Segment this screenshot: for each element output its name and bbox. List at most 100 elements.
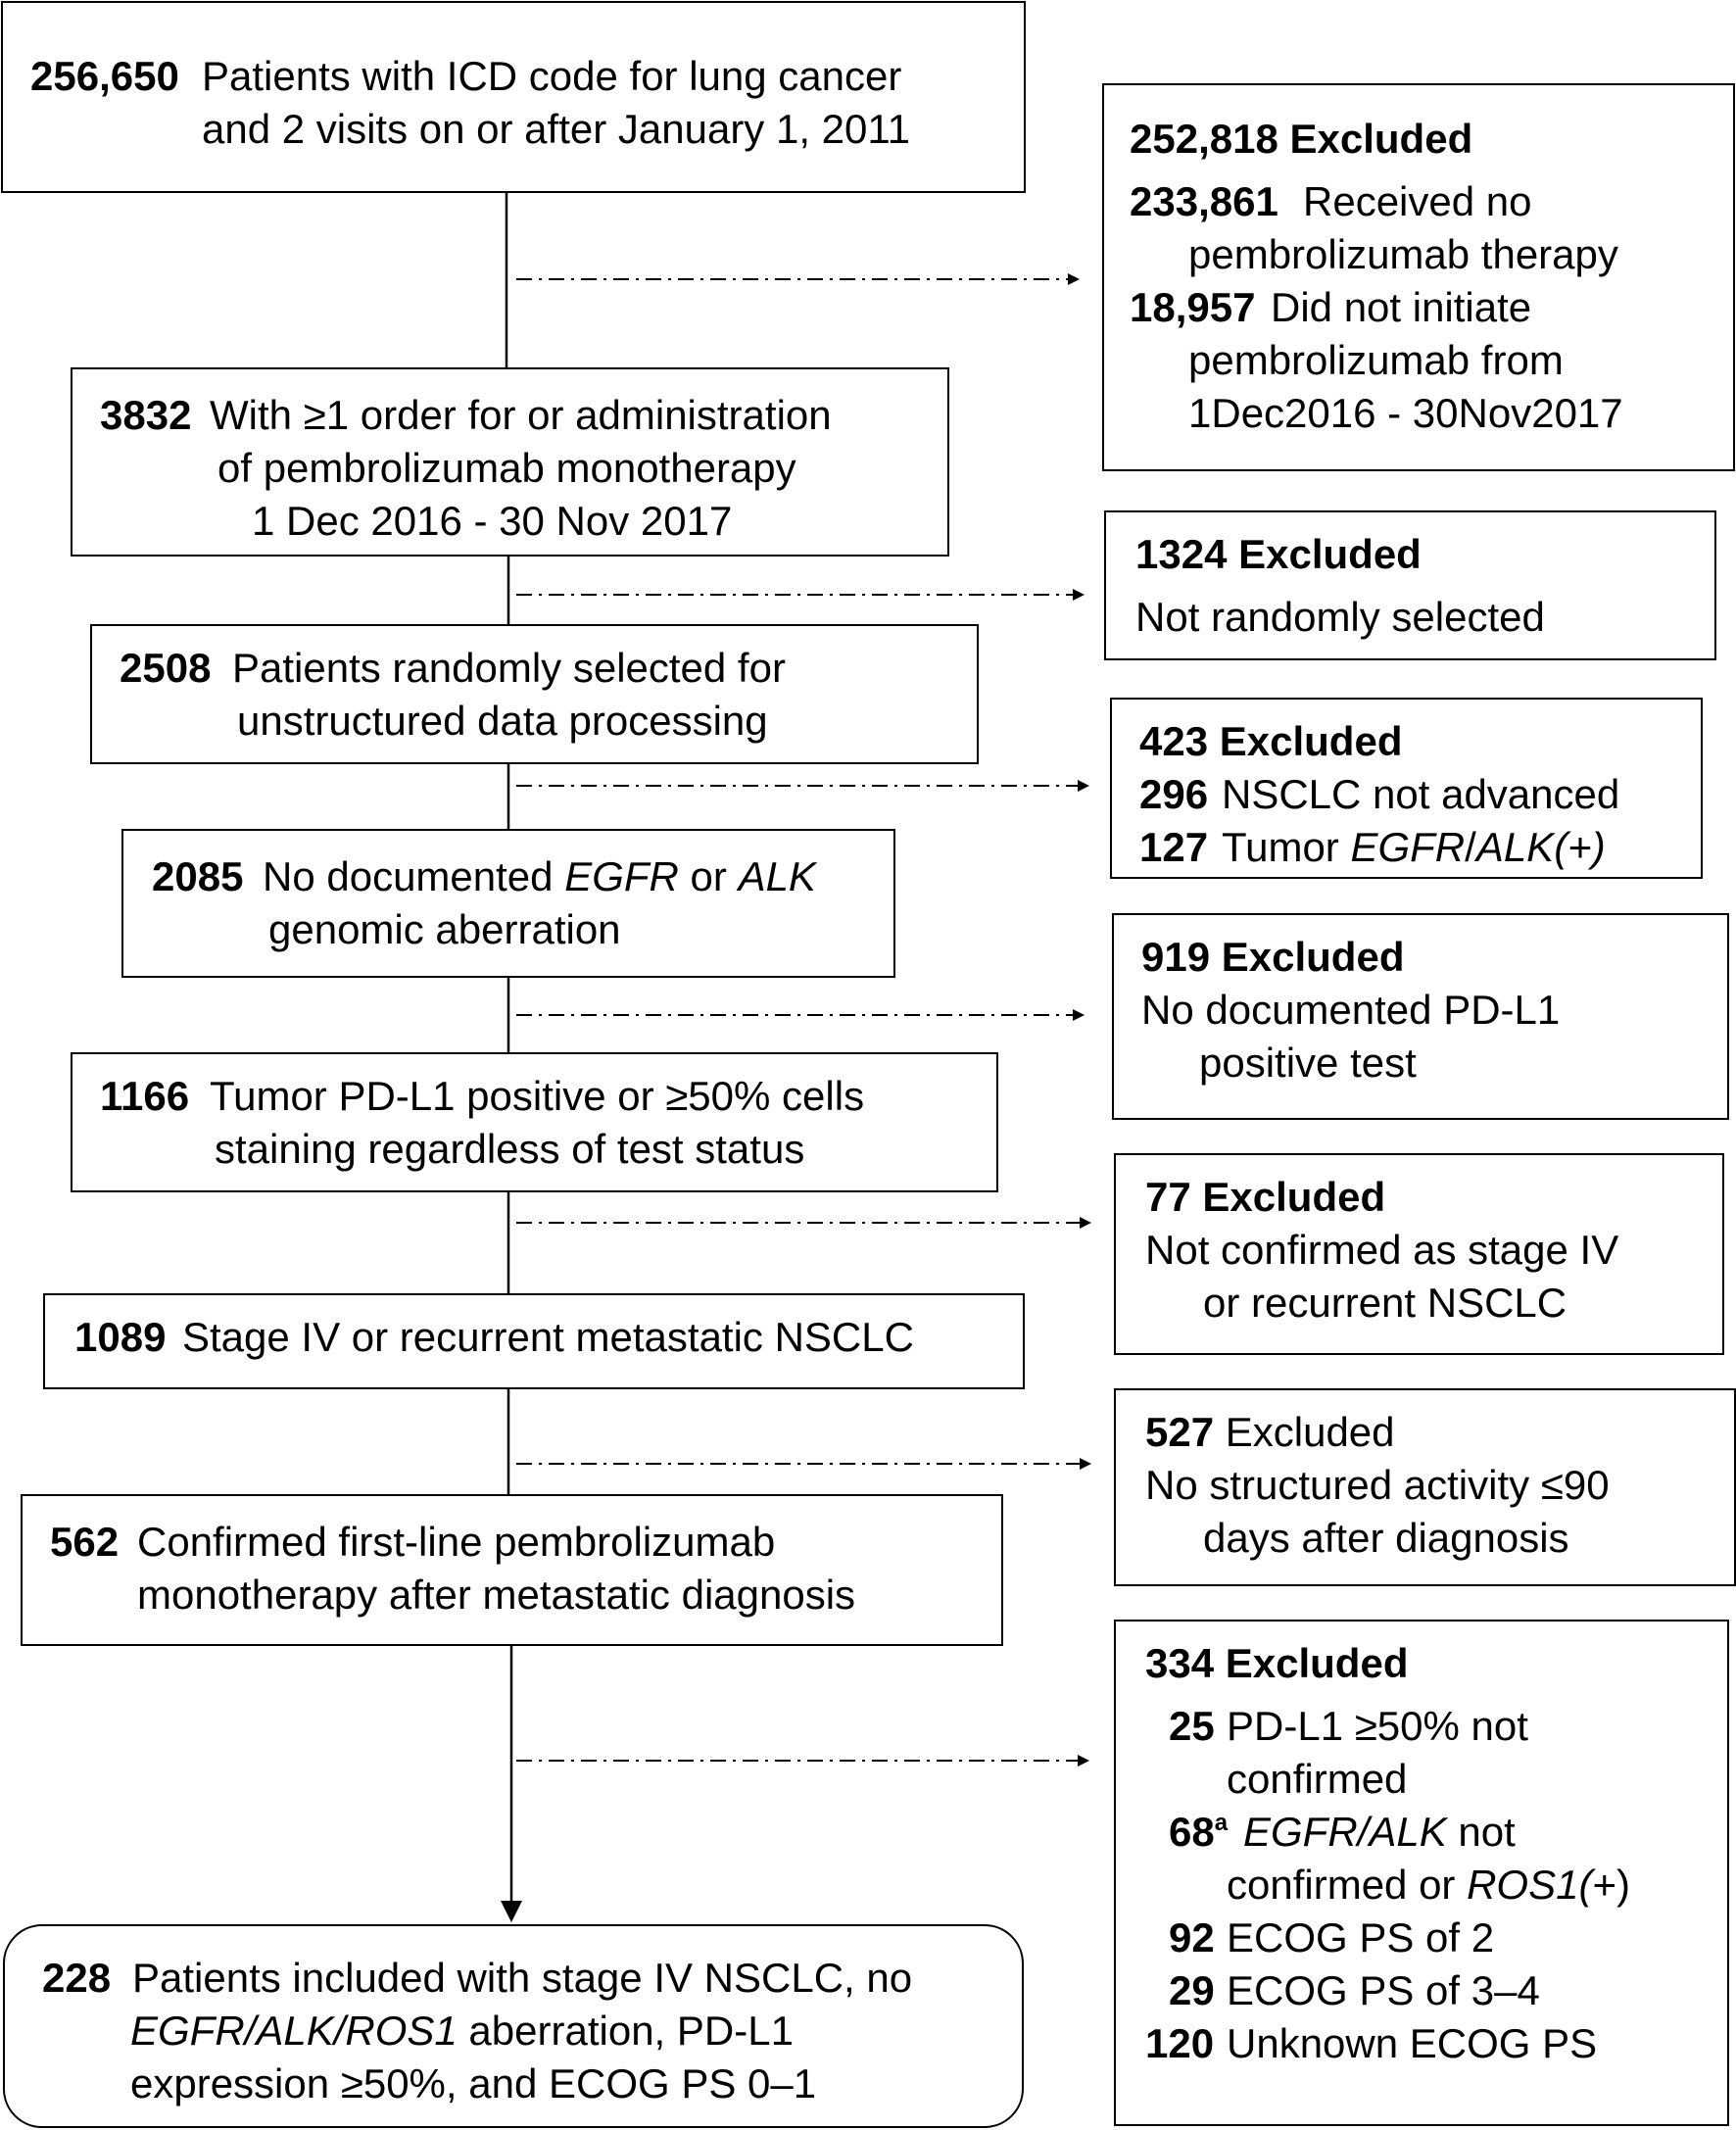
stage-4-line-2: genomic aberration (268, 906, 621, 952)
main-arrowhead (501, 1901, 522, 1922)
exclusion-box-1: 252,818 Excluded 233,861 Received no pem… (1102, 83, 1735, 471)
exclusion-6-line-1: No structured activity ≤90 (1145, 1462, 1610, 1508)
stage-4-text-or: or (678, 853, 739, 899)
stage-8-line-2: EGFR/ALK/ROS1 aberration, PD-L1 (130, 2005, 794, 2057)
exclusion-7-header: 334 Excluded (1145, 1637, 1408, 1690)
exclusion-3-count: 423 (1139, 718, 1209, 764)
exclusion-7-label: Excluded (1225, 1640, 1409, 1686)
exclusion-1-item-1-line-1: Received no (1303, 178, 1532, 224)
exclusion-box-4: 919 Excluded No documented PD-L1 positiv… (1112, 913, 1729, 1120)
stage-2-line-1: With ≥1 order for or administration (210, 392, 832, 438)
stage-6-line-1: Stage IV or recurrent metastatic NSCLC (182, 1314, 914, 1360)
stage-5-count: 1166 (100, 1073, 190, 1119)
stage-7-line-2: monotherapy after metastatic diagnosis (137, 1572, 856, 1618)
exclusion-3-item-2-gene-egfr: EGFR (1350, 824, 1466, 870)
exclusion-7-item-2-not: not (1446, 1809, 1516, 1855)
exclusion-3-item-1-text: NSCLC not advanced (1222, 771, 1620, 817)
stage-8-genes: EGFR/ALK/ROS1 (130, 2008, 458, 2054)
stage-1-count: 256,650 (30, 53, 179, 99)
exclusion-2-label: Excluded (1238, 531, 1422, 577)
stage-2-count: 3832 (100, 392, 192, 438)
exclusion-box-3: 423 Excluded 296 NSCLC not advanced 127 … (1110, 698, 1703, 879)
stage-1-line-2: and 2 visits on or after January 1, 2011 (202, 106, 910, 152)
exclusion-5-line-2: or recurrent NSCLC (1203, 1280, 1567, 1326)
exclusion-4-header: 919 Excluded (1141, 931, 1404, 984)
exclusion-1-header: 252,818 Excluded (1130, 113, 1472, 166)
stage-7-line-1: Confirmed first-line pembrolizumab (137, 1519, 776, 1565)
exclusion-1-item-2-line-1: Did not initiate (1271, 284, 1532, 330)
exclusion-3-item-2-prefix: Tumor (1222, 824, 1351, 870)
exclusion-1-item-1-line-2: pembrolizumab therapy (1188, 231, 1618, 277)
stage-box-4: 2085 No documented EGFR or ALK genomic a… (121, 829, 895, 978)
stage-6-count: 1089 (74, 1314, 167, 1360)
stage-8-line-1: Patients included with stage IV NSCLC, n… (132, 1955, 913, 2001)
exclusion-7-item-1-line-2: confirmed (1227, 1756, 1408, 1802)
exclusion-7-item-3-text: ECOG PS of 2 (1227, 1914, 1495, 1961)
exclusion-1-item-2-count: 18,957 (1130, 284, 1256, 330)
exclusion-7-item-3-count: 92 (1169, 1914, 1215, 1961)
stage-3-line-1: Patients randomly selected for (232, 645, 786, 691)
stage-2-line-2: of pembrolizumab monotherapy (217, 445, 796, 491)
stage-5-line-1: Tumor PD-L1 positive or ≥50% cells (210, 1073, 865, 1119)
exclusion-2-count: 1324 (1135, 531, 1228, 577)
stage-4-gene-alk: ALK (738, 853, 816, 899)
stage-4-count: 2085 (152, 853, 244, 899)
exclusion-6-header: 527 Excluded (1145, 1406, 1395, 1459)
stage-2-line-3: 1 Dec 2016 - 30 Nov 2017 (252, 498, 733, 544)
exclusion-2-line-1: Not randomly selected (1135, 594, 1545, 640)
exclusion-4-label: Excluded (1221, 934, 1405, 980)
stage-8-line-3: expression ≥50%, and ECOG PS 0–1 (130, 2060, 817, 2106)
exclusion-3-item-2-slash: / (1465, 824, 1476, 870)
stage-box-3: 2508 Patients randomly selected for unst… (90, 624, 979, 764)
exclusion-7-item-2-confirmed: confirmed or (1227, 1862, 1468, 1908)
stage-box-2: 3832 With ≥1 order for or administration… (71, 367, 949, 557)
exclusion-box-7: 334 Excluded 25 PD-L1 ≥50% not confirmed… (1114, 1620, 1729, 2126)
exclusion-5-line-1: Not confirmed as stage IV (1145, 1227, 1619, 1273)
exclusion-5-header: 77 Excluded (1145, 1171, 1385, 1224)
exclusion-5-count: 77 (1145, 1174, 1191, 1220)
exclusion-4-line-2: positive test (1199, 1040, 1417, 1086)
exclusion-7-item-4-text: ECOG PS of 3–4 (1227, 1967, 1540, 2013)
exclusion-1-label: Excluded (1289, 116, 1473, 162)
exclusion-7-item-2-genes: EGFR/ALK (1243, 1809, 1447, 1855)
stage-box-7: 562 Confirmed first-line pembrolizumab m… (21, 1494, 1003, 1646)
exclusion-box-6: 527 Excluded No structured activity ≤90 … (1114, 1388, 1736, 1586)
exclusion-7-item-4-count: 29 (1169, 1967, 1215, 2013)
exclusion-7-count: 334 (1145, 1640, 1215, 1686)
exclusion-6-line-2: days after diagnosis (1203, 1515, 1569, 1561)
exclusion-3-item-2-gene-alk: ALK(+) (1475, 824, 1606, 870)
stage-8-line-2-rest: aberration, PD-L1 (457, 2008, 794, 2054)
exclusion-1-item-2-line-2: pembrolizumab from (1188, 337, 1564, 383)
stage-4-text-a: No documented (263, 853, 565, 899)
stage-5-line-2: staining regardless of test status (215, 1126, 805, 1172)
exclusion-4-line-1: No documented PD-L1 (1141, 987, 1561, 1033)
exclusion-3-item-2-count: 127 (1139, 824, 1209, 870)
stage-4-line-1: No documented EGFR or ALK (263, 850, 816, 903)
stage-box-final: 228 Patients included with stage IV NSCL… (3, 1924, 1024, 2128)
exclusion-3-item-2-text: Tumor EGFR/ALK(+) (1222, 821, 1606, 874)
exclusion-3-item-1-count: 296 (1139, 771, 1209, 817)
stage-box-1: 256,650 Patients with ICD code for lung … (1, 1, 1026, 193)
exclusion-2-header: 1324 Excluded (1135, 528, 1422, 581)
exclusion-box-5: 77 Excluded Not confirmed as stage IV or… (1114, 1153, 1724, 1355)
stage-4-gene-egfr: EGFR (564, 853, 679, 899)
stage-8-count: 228 (42, 1955, 112, 2001)
exclusion-7-item-2-gene-ros1: ROS1( (1467, 1862, 1593, 1908)
exclusion-1-count: 252,818 (1130, 116, 1278, 162)
exclusion-1-item-2-line-3: 1Dec2016 - 30Nov2017 (1188, 390, 1623, 436)
exclusion-5-label: Excluded (1202, 1174, 1386, 1220)
exclusion-3-header: 423 Excluded (1139, 715, 1402, 768)
exclusion-7-item-5-count: 120 (1145, 2020, 1215, 2066)
exclusion-7-item-2-line-2: confirmed or ROS1(+) (1227, 1859, 1630, 1912)
exclusion-6-count: 527 (1145, 1409, 1215, 1455)
exclusion-7-item-2-count: 68a (1169, 1806, 1228, 1859)
exclusion-7-item-2-line-1: EGFR/ALK not (1243, 1806, 1516, 1859)
exclusion-box-2: 1324 Excluded Not randomly selected (1104, 510, 1716, 660)
exclusion-7-item-2-plus: +) (1592, 1862, 1630, 1908)
exclusion-1-item-1-count: 233,861 (1130, 178, 1278, 224)
exclusion-7-item-5-text: Unknown ECOG PS (1227, 2020, 1598, 2066)
exclusion-3-label: Excluded (1219, 718, 1403, 764)
exclusion-7-item-1-count: 25 (1169, 1703, 1215, 1749)
stage-box-6: 1089 Stage IV or recurrent metastatic NS… (43, 1293, 1025, 1389)
